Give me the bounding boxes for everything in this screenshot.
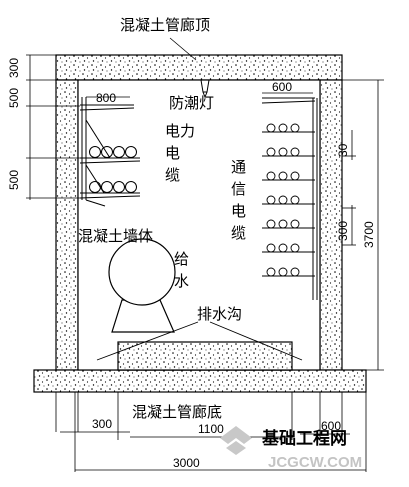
roof-label: 混凝土管廊顶 bbox=[120, 16, 210, 34]
text-labels: 混凝土管廊顶 防潮灯 电力 电 缆 通 信 电 缆 混凝土墙体 给 水 排水沟 … bbox=[7, 16, 376, 470]
drain-ditch-leaders bbox=[96, 321, 303, 361]
comm-cable-label: 通 信 电 缆 bbox=[231, 158, 251, 242]
dim-ditch-width: 1100 bbox=[198, 422, 224, 436]
dim-wall-thickness: 300 bbox=[92, 417, 112, 431]
dim-right-small: 30 bbox=[336, 143, 350, 157]
dim-left-tray-width: 800 bbox=[96, 91, 116, 105]
water-supply-pipe bbox=[108, 238, 176, 333]
dim-roof-thickness: 300 bbox=[7, 58, 21, 78]
dim-inner-height: 3700 bbox=[362, 221, 376, 248]
concrete-roof-slab bbox=[55, 54, 343, 81]
right-cable-bundles bbox=[266, 123, 300, 277]
drain-ditch-block-2 bbox=[117, 341, 293, 371]
dim-right-spacing: 300 bbox=[336, 221, 350, 241]
dim-right-tray-width: 600 bbox=[272, 80, 292, 94]
dimension-lines bbox=[26, 37, 384, 472]
watermark: 基础工程网 JCGCW.COM bbox=[220, 426, 362, 471]
dim-total-width: 3000 bbox=[173, 456, 200, 470]
moisture-proof-lamp bbox=[200, 79, 210, 99]
concrete-floor-slab bbox=[33, 369, 367, 393]
tunnel-structure bbox=[33, 54, 367, 393]
floor-label: 混凝土管廊底 bbox=[132, 403, 222, 421]
dim-bottom-right: 600 bbox=[321, 419, 341, 433]
water-pipe bbox=[108, 238, 176, 306]
dim-top-space: 500 bbox=[7, 88, 21, 108]
concrete-left-wall bbox=[55, 79, 79, 371]
power-cable-label: 电力 电 缆 bbox=[165, 122, 200, 184]
dim-left-tray-spacing: 500 bbox=[7, 170, 21, 190]
wall-label: 混凝土墙体 bbox=[78, 227, 153, 245]
left-cable-bundles bbox=[89, 146, 137, 193]
drain-ditch-label: 排水沟 bbox=[197, 305, 242, 323]
watermark-logo-icon bbox=[220, 426, 252, 455]
left-cable-trays bbox=[79, 97, 141, 207]
watermark-url: JCGCW.COM bbox=[268, 454, 362, 471]
watermark-site-name: 基础工程网 bbox=[261, 428, 347, 449]
water-supply-label: 给 水 bbox=[174, 250, 194, 290]
lamp-label: 防潮灯 bbox=[169, 94, 214, 112]
